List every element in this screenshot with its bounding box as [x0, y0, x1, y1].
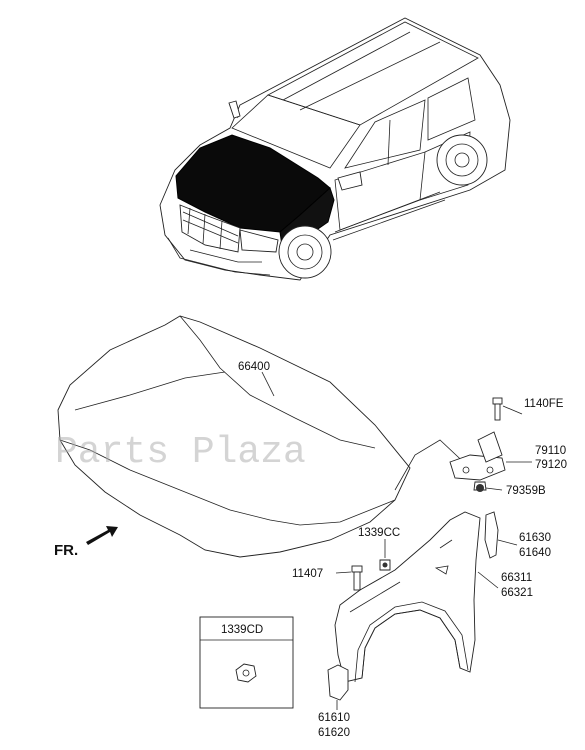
- front-direction-indicator: FR.: [54, 526, 118, 559]
- label-79359b: 79359B: [506, 485, 546, 497]
- label-61630: 61630: [519, 532, 551, 544]
- leader-66400: [261, 371, 275, 397]
- label-66321: 66321: [501, 587, 533, 599]
- label-66400: 66400: [238, 361, 270, 373]
- label-61620: 61620: [318, 727, 350, 739]
- bolt-1140fe: [492, 397, 503, 421]
- watermark: Parts Plaza: [55, 431, 306, 474]
- bracket-61610: [327, 664, 349, 701]
- front-fender: [334, 511, 481, 683]
- hood-stopper-79359b: [473, 481, 487, 492]
- hood-panel: [57, 315, 411, 558]
- inset-title: 1339CD: [221, 624, 263, 636]
- nut-icon: [235, 663, 257, 683]
- label-61610: 61610: [318, 712, 350, 724]
- bolt-11407: [351, 565, 363, 591]
- hood-hinge: [394, 431, 506, 491]
- label-66311: 66311: [501, 572, 532, 584]
- label-1339cc: 1339CC: [358, 527, 400, 539]
- label-11407: 11407: [292, 568, 323, 580]
- fender-cover-61630: [484, 511, 499, 559]
- label-1140fe: 1140FE: [524, 398, 564, 410]
- label-79120: 79120: [535, 459, 567, 471]
- arrow-icon: [86, 526, 118, 545]
- label-79110: 79110: [535, 445, 566, 457]
- clip-1339cc: [379, 559, 391, 571]
- label-61640: 61640: [519, 547, 551, 559]
- inset-box-1339cd: 1339CD: [199, 616, 294, 709]
- vehicle-illustration: [159, 17, 511, 281]
- fr-label: FR.: [54, 542, 78, 559]
